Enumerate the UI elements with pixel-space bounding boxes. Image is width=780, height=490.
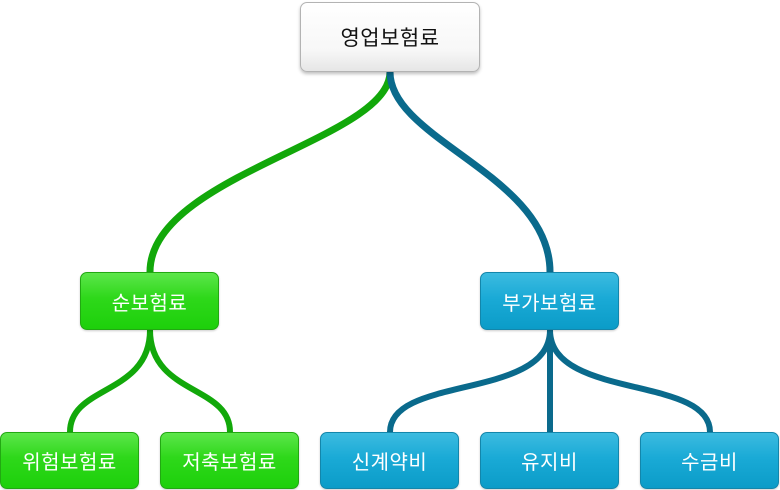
node-maintenance-cost-label: 유지비 bbox=[521, 450, 578, 474]
node-collection-cost-label: 수금비 bbox=[681, 450, 738, 474]
connector-net-to-risk-premium bbox=[67, 327, 153, 435]
node-acquisition-cost-label: 신계약비 bbox=[351, 450, 428, 474]
node-savings-premium-label: 저축보험료 bbox=[182, 450, 277, 474]
connector-loading-to-collection-cost bbox=[547, 327, 713, 435]
node-risk-premium-label: 위험보험료 bbox=[22, 450, 117, 474]
connector-root-to-net-premium bbox=[146, 68, 394, 276]
node-maintenance-cost: 유지비 bbox=[480, 432, 619, 489]
node-savings-premium: 저축보험료 bbox=[160, 432, 299, 489]
node-net-premium: 순보험료 bbox=[80, 272, 219, 330]
connector-loading-to-acquisition-cost bbox=[387, 327, 553, 435]
node-acquisition-cost: 신계약비 bbox=[320, 432, 459, 489]
node-root: 영업보험료 bbox=[300, 2, 480, 72]
node-collection-cost: 수금비 bbox=[640, 432, 779, 489]
node-loading-premium: 부가보험료 bbox=[480, 272, 619, 330]
connector-root-to-loading-premium bbox=[386, 68, 554, 276]
node-risk-premium: 위험보험료 bbox=[0, 432, 139, 489]
node-net-premium-label: 순보험료 bbox=[111, 290, 188, 315]
node-root-label: 영업보험료 bbox=[340, 26, 440, 50]
node-loading-premium-label: 부가보험료 bbox=[502, 290, 597, 315]
connector-net-to-savings-premium bbox=[147, 327, 233, 435]
